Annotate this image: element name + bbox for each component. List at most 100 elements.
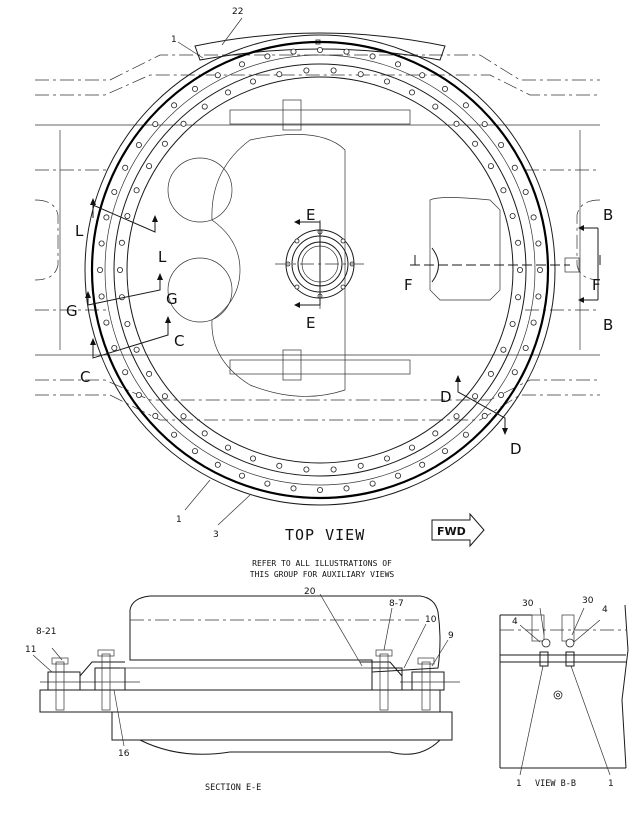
callout-30-right: 30 bbox=[582, 596, 594, 606]
bolt-hole bbox=[264, 480, 271, 487]
callout-8-7: 8-7 bbox=[389, 599, 404, 609]
section-mark-b-bottom: B bbox=[603, 316, 613, 334]
left-cutout bbox=[211, 134, 346, 397]
bolt-hole bbox=[238, 472, 245, 479]
callout-4-left: 4 bbox=[512, 617, 518, 627]
bolt-hole bbox=[408, 89, 415, 96]
frame-outline bbox=[34, 54, 601, 421]
bolt-hole bbox=[369, 53, 376, 60]
view-b-b-caption: VIEW B-B bbox=[535, 779, 576, 789]
section-line-g: G G bbox=[66, 273, 178, 320]
callout-20: 20 bbox=[304, 587, 316, 597]
section-mark-d-right: D bbox=[510, 440, 522, 458]
bolt-hole bbox=[462, 102, 469, 109]
callout-8-21: 8-21 bbox=[36, 627, 56, 637]
section-mark-l-left: L bbox=[75, 222, 84, 240]
top-flange bbox=[194, 32, 446, 61]
bolt-hole bbox=[103, 214, 110, 221]
callout-30-left: 30 bbox=[522, 599, 534, 609]
section-line-d: D D bbox=[440, 375, 522, 458]
bolt-hole bbox=[180, 120, 187, 127]
bolt-hole bbox=[462, 431, 469, 438]
fwd-arrow: FWD bbox=[431, 512, 485, 548]
bolt-hole bbox=[383, 78, 390, 85]
bolt-hole bbox=[146, 370, 153, 377]
bolt-hole bbox=[122, 164, 129, 171]
note-line-1: REFER TO ALL ILLUSTRATIONS OF bbox=[252, 559, 392, 568]
section-mark-b-top: B bbox=[603, 206, 613, 224]
section-e-e: 8-21 11 20 8-7 10 9 16 SECTION E-E bbox=[25, 587, 460, 793]
bolt-hole bbox=[290, 48, 297, 55]
section-mark-f-right: F bbox=[592, 276, 601, 294]
bolt-hole bbox=[343, 485, 350, 492]
bolt-hole bbox=[191, 85, 198, 92]
bolt-hole bbox=[522, 188, 529, 195]
bolt-hole bbox=[224, 444, 231, 451]
bolt-hole bbox=[111, 344, 118, 351]
top-view-title: TOP VIEW bbox=[285, 526, 365, 544]
bolt-hole bbox=[264, 53, 271, 60]
callout-1-top: 1 bbox=[171, 35, 177, 45]
bolt-hole bbox=[191, 448, 198, 455]
note-line-2: THIS GROUP FOR AUXILIARY VIEWS bbox=[250, 570, 395, 579]
ring-bearing bbox=[84, 34, 556, 506]
bolt-hole bbox=[135, 391, 142, 398]
bolt-hole bbox=[238, 61, 245, 68]
bolt-hole bbox=[290, 485, 297, 492]
section-mark-f-left: F bbox=[404, 276, 413, 294]
bolt-hole bbox=[111, 188, 118, 195]
bolt-hole bbox=[276, 71, 283, 78]
bolt-hole bbox=[515, 239, 522, 246]
view-b-b: 4 30 30 4 1 1 VIEW B-B bbox=[499, 596, 629, 789]
bolt-hole bbox=[509, 320, 516, 327]
bolt-hole bbox=[97, 266, 104, 273]
bolt-hole bbox=[124, 212, 131, 219]
section-e-e-caption: SECTION E-E bbox=[205, 783, 261, 793]
fwd-label: FWD bbox=[437, 525, 466, 538]
bolt-hole bbox=[530, 319, 537, 326]
callout-3: 3 bbox=[213, 530, 219, 540]
bolt-hole bbox=[98, 240, 105, 247]
bolt-hole bbox=[171, 431, 178, 438]
section-line-f: F F bbox=[404, 247, 601, 294]
bolt-hole bbox=[171, 102, 178, 109]
bolt-hole bbox=[498, 141, 505, 148]
bolt-hole bbox=[249, 78, 256, 85]
bolt-hole bbox=[511, 369, 518, 376]
bolt-hole bbox=[472, 140, 479, 147]
section-mark-d-left: D bbox=[440, 388, 452, 406]
bolt-hole bbox=[146, 163, 153, 170]
bolt-hole bbox=[180, 413, 187, 420]
bolt-hole bbox=[118, 239, 125, 246]
bolt-hole bbox=[481, 121, 488, 128]
callout-10: 10 bbox=[425, 615, 437, 625]
bolt-hole bbox=[133, 187, 140, 194]
bolt-hole bbox=[343, 48, 350, 55]
bolt-hole bbox=[515, 294, 522, 301]
bolt-hole bbox=[441, 448, 448, 455]
callout-9: 9 bbox=[448, 631, 454, 641]
bolt-hole bbox=[152, 412, 159, 419]
bolt-hole bbox=[394, 472, 401, 479]
bolt-hole bbox=[498, 391, 505, 398]
top-view-callouts: 22 1 1 3 bbox=[171, 7, 251, 540]
callout-1-left: 1 bbox=[516, 779, 522, 789]
bolt-hole bbox=[330, 466, 337, 473]
section-mark-g-right: G bbox=[166, 290, 178, 308]
bolt-hole bbox=[369, 480, 376, 487]
bolt-hole bbox=[135, 141, 142, 148]
section-line-c: C C bbox=[80, 316, 184, 386]
bolt-hole bbox=[117, 266, 124, 273]
bolt-hole bbox=[303, 67, 310, 74]
bolt-hole bbox=[537, 266, 544, 273]
bolt-hole bbox=[161, 140, 168, 147]
bolt-hole bbox=[535, 240, 542, 247]
section-mark-e-bottom: E bbox=[306, 314, 315, 332]
bolt-hole bbox=[357, 462, 364, 469]
bolt-hole bbox=[330, 67, 337, 74]
bolt-hole bbox=[432, 430, 439, 437]
callout-1-bottom: 1 bbox=[176, 515, 182, 525]
bolt-hole bbox=[481, 412, 488, 419]
bolt-hole bbox=[201, 103, 208, 110]
